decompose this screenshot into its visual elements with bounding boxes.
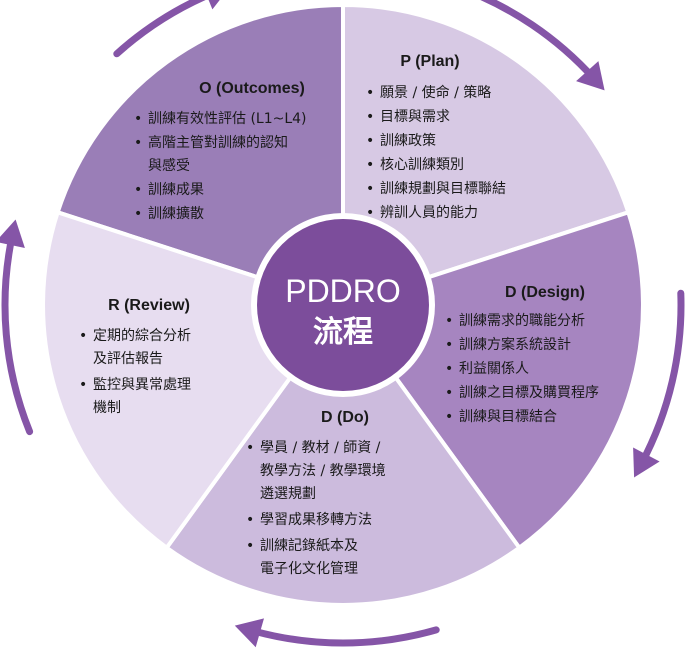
center-circle bbox=[257, 219, 429, 391]
cycle-arrow-head-right bbox=[633, 447, 660, 478]
cycle-arrow-head-left bbox=[0, 219, 25, 248]
design-item: 訓練之目標及購買程序 bbox=[459, 385, 599, 401]
do-bullet: • bbox=[246, 512, 254, 528]
review-bullet: • bbox=[79, 328, 87, 344]
design-item: 訓練方案系統設計 bbox=[459, 336, 571, 353]
plan-bullet: • bbox=[366, 205, 374, 221]
plan-item: 訓練政策 bbox=[380, 132, 436, 149]
review-item-continued: 機制 bbox=[93, 400, 121, 416]
design-item: 訓練需求的職能分析 bbox=[459, 313, 585, 329]
do-item: 學員 / 教材 / 師資 / bbox=[260, 440, 381, 456]
outcomes-bullet: • bbox=[134, 182, 142, 198]
do-bullet: • bbox=[246, 538, 254, 554]
outcomes-block: O (Outcomes) • 訓練有效性評估 (L1~L4) • 高階主管對訓練… bbox=[134, 80, 307, 222]
plan-block: P (Plan) • 願景 / 使命 / 策略 • 目標與需求 • 訓練政策 •… bbox=[366, 53, 506, 221]
cycle-arrow-bottom bbox=[246, 626, 440, 647]
segment-outcomes bbox=[55, 2, 345, 308]
review-item: 監控與異常處理 bbox=[93, 376, 191, 393]
design-bullet: • bbox=[445, 361, 453, 377]
outcomes-item: 訓練擴散 bbox=[148, 205, 204, 222]
plan-title: P (Plan) bbox=[400, 53, 459, 70]
review-item: 定期的綜合分析 bbox=[93, 328, 191, 344]
do-item: 學習成果移轉方法 bbox=[260, 512, 372, 528]
outcomes-item-continued: 與感受 bbox=[148, 157, 190, 174]
design-bullet: • bbox=[445, 385, 453, 401]
design-bullet: • bbox=[445, 409, 453, 425]
outcomes-item: 訓練有效性評估 (L1~L4) bbox=[148, 111, 307, 127]
segment-do bbox=[163, 301, 523, 607]
center-subtitle: 流程 bbox=[313, 315, 373, 350]
outcomes-item: 高階主管對訓練的認知 bbox=[148, 134, 288, 151]
plan-item: 辨訓人員的能力 bbox=[380, 205, 478, 221]
review-title: R (Review) bbox=[108, 297, 190, 314]
outcomes-bullet: • bbox=[134, 111, 142, 127]
review-block: R (Review) • 定期的綜合分析 及評估報告 • 監控與異常處理 機制 bbox=[79, 297, 191, 416]
design-bullet: • bbox=[445, 313, 453, 329]
do-item-continued: 電子化文化管理 bbox=[260, 561, 358, 577]
cycle-arrow-top-left bbox=[113, 0, 206, 58]
plan-item: 目標與需求 bbox=[380, 109, 450, 125]
cycle-arrow-head-top-left bbox=[208, 0, 220, 10]
plan-bullet: • bbox=[366, 157, 374, 173]
plan-item: 願景 / 使命 / 策略 bbox=[380, 84, 491, 101]
cycle-arrow-top-right bbox=[480, 0, 598, 83]
do-item-continued: 遴選規劃 bbox=[260, 486, 316, 502]
do-item: 訓練記錄紙本及 bbox=[260, 537, 358, 554]
design-block: D (Design) • 訓練需求的職能分析 • 訓練方案系統設計 • 利益關係… bbox=[445, 284, 599, 425]
cycle-arrow-head-top-right bbox=[576, 61, 605, 91]
cycle-arrow-head-bottom bbox=[234, 618, 264, 648]
design-title: D (Design) bbox=[505, 284, 585, 301]
plan-bullet: • bbox=[366, 133, 374, 149]
plan-bullet: • bbox=[366, 85, 374, 101]
plan-item: 訓練規劃與目標聯結 bbox=[380, 181, 506, 197]
outcomes-bullet: • bbox=[134, 135, 142, 151]
center-title: PDDRO bbox=[285, 273, 401, 309]
plan-bullet: • bbox=[366, 109, 374, 125]
outcomes-item: 訓練成果 bbox=[148, 182, 204, 198]
plan-item: 核心訓練類別 bbox=[380, 157, 464, 173]
design-item: 利益關係人 bbox=[459, 361, 529, 377]
do-item-continued: 教學方法 / 教學環境 bbox=[260, 463, 386, 479]
cycle-arrow-right bbox=[637, 289, 685, 468]
plan-bullet: • bbox=[366, 181, 374, 197]
cycle-arrow-left bbox=[1, 231, 34, 436]
outcomes-title: O (Outcomes) bbox=[199, 80, 305, 97]
cycle-arrows bbox=[0, 0, 685, 648]
review-item-continued: 及評估報告 bbox=[93, 351, 163, 367]
design-bullet: • bbox=[445, 337, 453, 353]
do-bullet: • bbox=[246, 440, 254, 456]
do-title: D (Do) bbox=[321, 409, 369, 426]
outcomes-bullet: • bbox=[134, 206, 142, 222]
do-block: D (Do) • 學員 / 教材 / 師資 / 教學方法 / 教學環境 遴選規劃… bbox=[246, 409, 386, 577]
review-bullet: • bbox=[79, 377, 87, 393]
design-item: 訓練與目標結合 bbox=[459, 409, 557, 425]
segment-plan bbox=[341, 2, 631, 308]
